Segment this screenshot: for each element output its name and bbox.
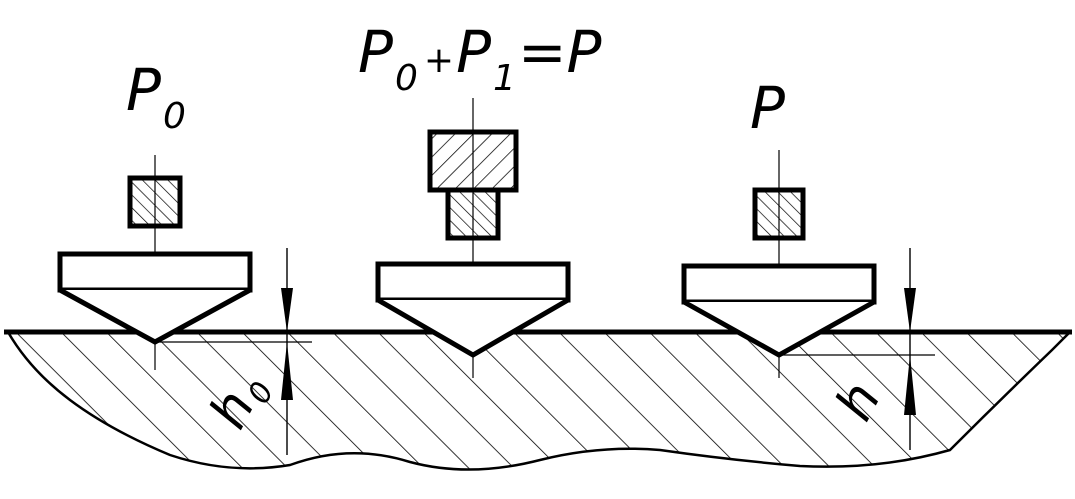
weight-p — [752, 187, 806, 241]
stage-initial-load — [57, 155, 312, 370]
dimension-h0-arrow-up — [281, 342, 293, 400]
specimen-bottom-wavy-edge — [6, 331, 1071, 471]
dimension-h0 — [269, 248, 305, 455]
label-p0-plus-p1-eq-p: P0+P1=P — [358, 18, 602, 99]
dimension-h-arrow-down — [904, 288, 916, 332]
weight-p1 — [427, 129, 519, 193]
weight-p0-stacked — [445, 187, 501, 241]
indenter-1-body — [57, 251, 253, 293]
indenter-2-tip — [376, 297, 570, 358]
dimension-h — [904, 248, 916, 450]
label-p: P — [750, 74, 785, 142]
dimension-h-arrow-up — [904, 355, 916, 415]
label-p0: P0 — [126, 56, 186, 137]
weight-p0 — [127, 175, 183, 229]
indenter-2-body — [375, 261, 571, 303]
indenter-3-body — [681, 263, 877, 305]
stage-final-load — [681, 150, 935, 378]
stage-total-load — [375, 98, 571, 378]
dimension-h0-arrow-down — [281, 288, 293, 332]
